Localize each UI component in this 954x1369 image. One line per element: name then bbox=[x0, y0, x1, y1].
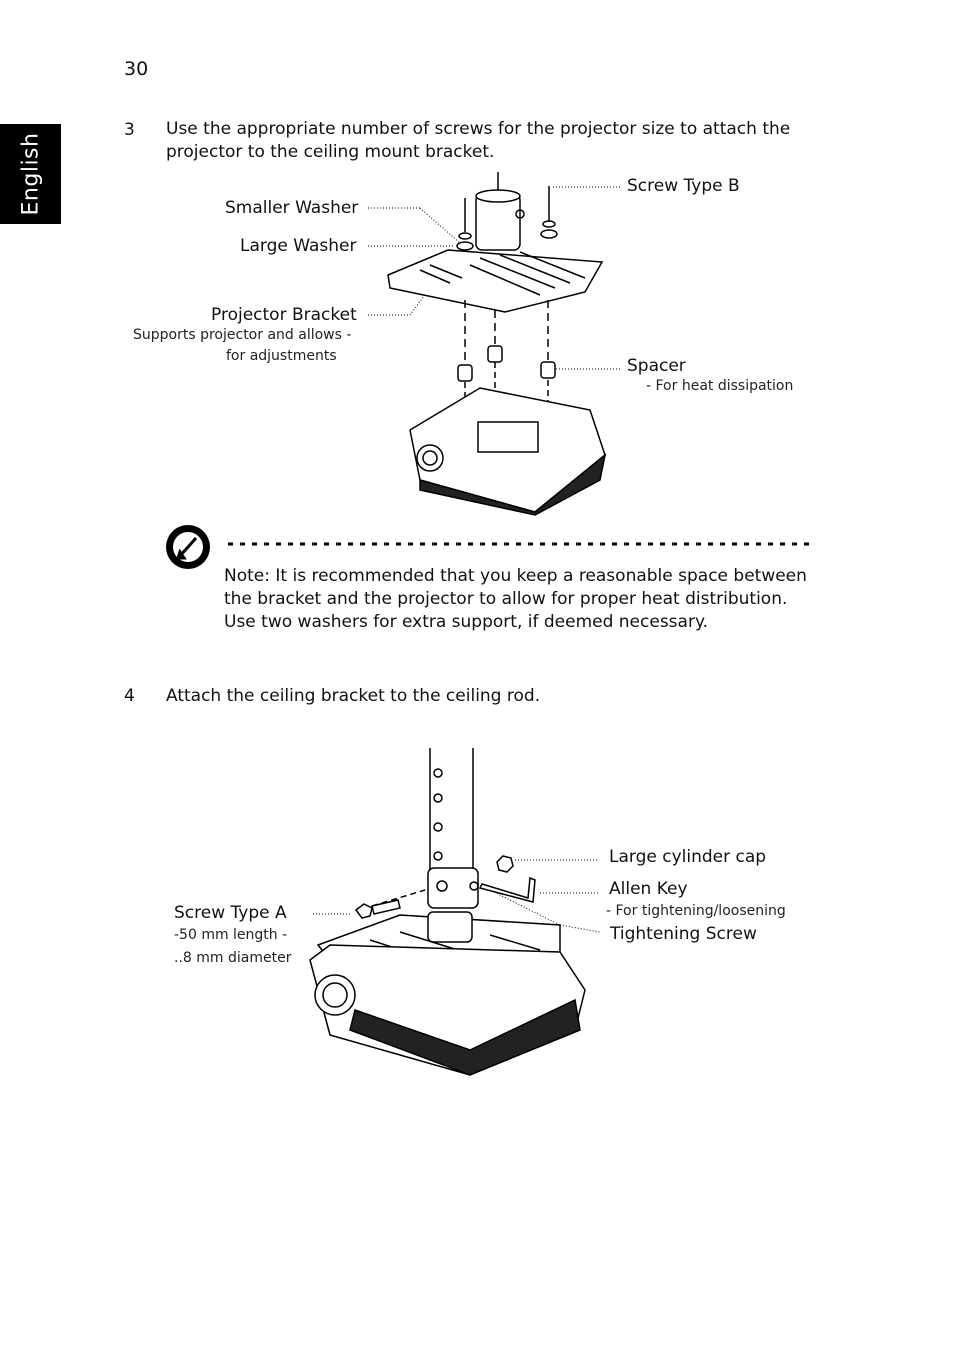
allen-key-sub: - For tightening/loosening bbox=[606, 903, 786, 919]
screw-type-b-label: Screw Type B bbox=[627, 176, 740, 196]
screw-type-a-label: Screw Type A bbox=[174, 903, 287, 923]
note-icon bbox=[166, 525, 210, 569]
note-label: Note: bbox=[224, 566, 270, 586]
step-3-number: 3 bbox=[124, 120, 135, 140]
screw-type-a-sub1: -50 mm length - bbox=[174, 927, 288, 943]
note-body: It is recommended that you keep a reason… bbox=[224, 566, 807, 632]
note-text: Note: It is recommended that you keep a … bbox=[224, 565, 814, 634]
spacer-label: Spacer bbox=[627, 356, 686, 376]
step-4-text: Attach the ceiling bracket to the ceilin… bbox=[166, 686, 541, 706]
allen-key-label: Allen Key bbox=[609, 879, 688, 899]
language-tab: English bbox=[0, 124, 61, 224]
spacer-sub: - For heat dissipation bbox=[646, 378, 794, 394]
smaller-washer-label: Smaller Washer bbox=[225, 198, 359, 218]
screw-type-a-sub2: ..8 mm diameter bbox=[174, 950, 292, 966]
projector-bracket-label: Projector Bracket bbox=[211, 305, 357, 325]
projector-bracket-sub2: for adjustments bbox=[226, 348, 337, 364]
step-3-text: Use the appropriate number of screws for… bbox=[166, 119, 791, 162]
page-number: 30 bbox=[124, 58, 149, 80]
large-cylinder-cap-label: Large cylinder cap bbox=[609, 847, 767, 867]
large-washer-label: Large Washer bbox=[240, 236, 357, 256]
tightening-screw-label: Tightening Screw bbox=[610, 924, 757, 944]
projector-bracket-sub1: Supports projector and allows - bbox=[133, 327, 352, 343]
step-4-number: 4 bbox=[124, 686, 135, 706]
